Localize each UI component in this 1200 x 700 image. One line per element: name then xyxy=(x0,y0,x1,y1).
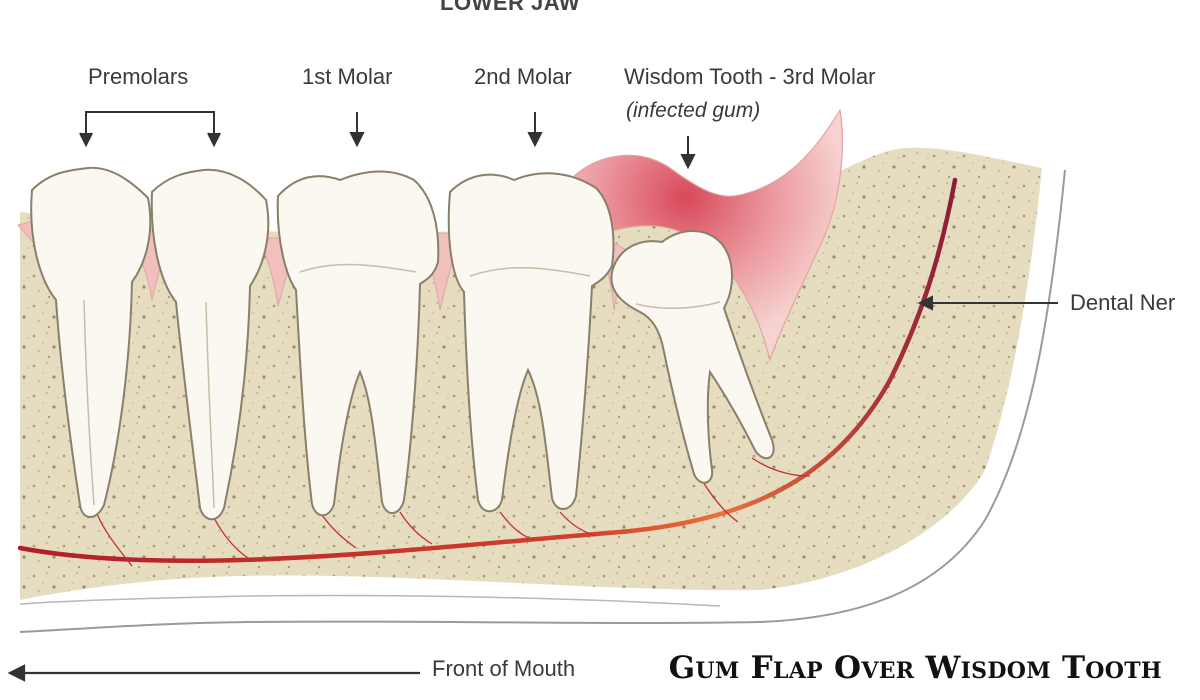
wisdom-tooth-label: Wisdom Tooth - 3rd Molar xyxy=(624,64,876,89)
first-molar-arrow xyxy=(349,112,365,148)
first-molar-tooth xyxy=(276,170,440,517)
dental-nerve-label: Dental Ner xyxy=(1070,290,1176,315)
jaw-outline xyxy=(19,169,1066,633)
premolar-tooth xyxy=(150,168,270,521)
lower-jaw-title: LOWER JAW xyxy=(440,0,581,15)
premolar-tooth xyxy=(30,166,152,518)
wisdom-tooth-arrow xyxy=(680,136,696,170)
second-molar-label: 2nd Molar xyxy=(474,64,572,89)
front-of-mouth-label: Front of Mouth xyxy=(432,656,576,681)
first-molar-label: 1st Molar xyxy=(302,64,393,89)
premolars-label: Premolars xyxy=(88,64,189,89)
second-molar-arrow xyxy=(527,112,543,148)
second-molar-tooth xyxy=(447,172,615,513)
dental-nerve-pointer xyxy=(917,295,1058,311)
caption-title: Gum Flap Over Wisdom Tooth xyxy=(668,650,1162,686)
premolars-bracket-arrows xyxy=(79,111,221,148)
wisdom-tooth xyxy=(610,230,775,484)
infected-gum-label: (infected gum) xyxy=(626,99,761,122)
front-of-mouth-arrow xyxy=(7,664,420,682)
